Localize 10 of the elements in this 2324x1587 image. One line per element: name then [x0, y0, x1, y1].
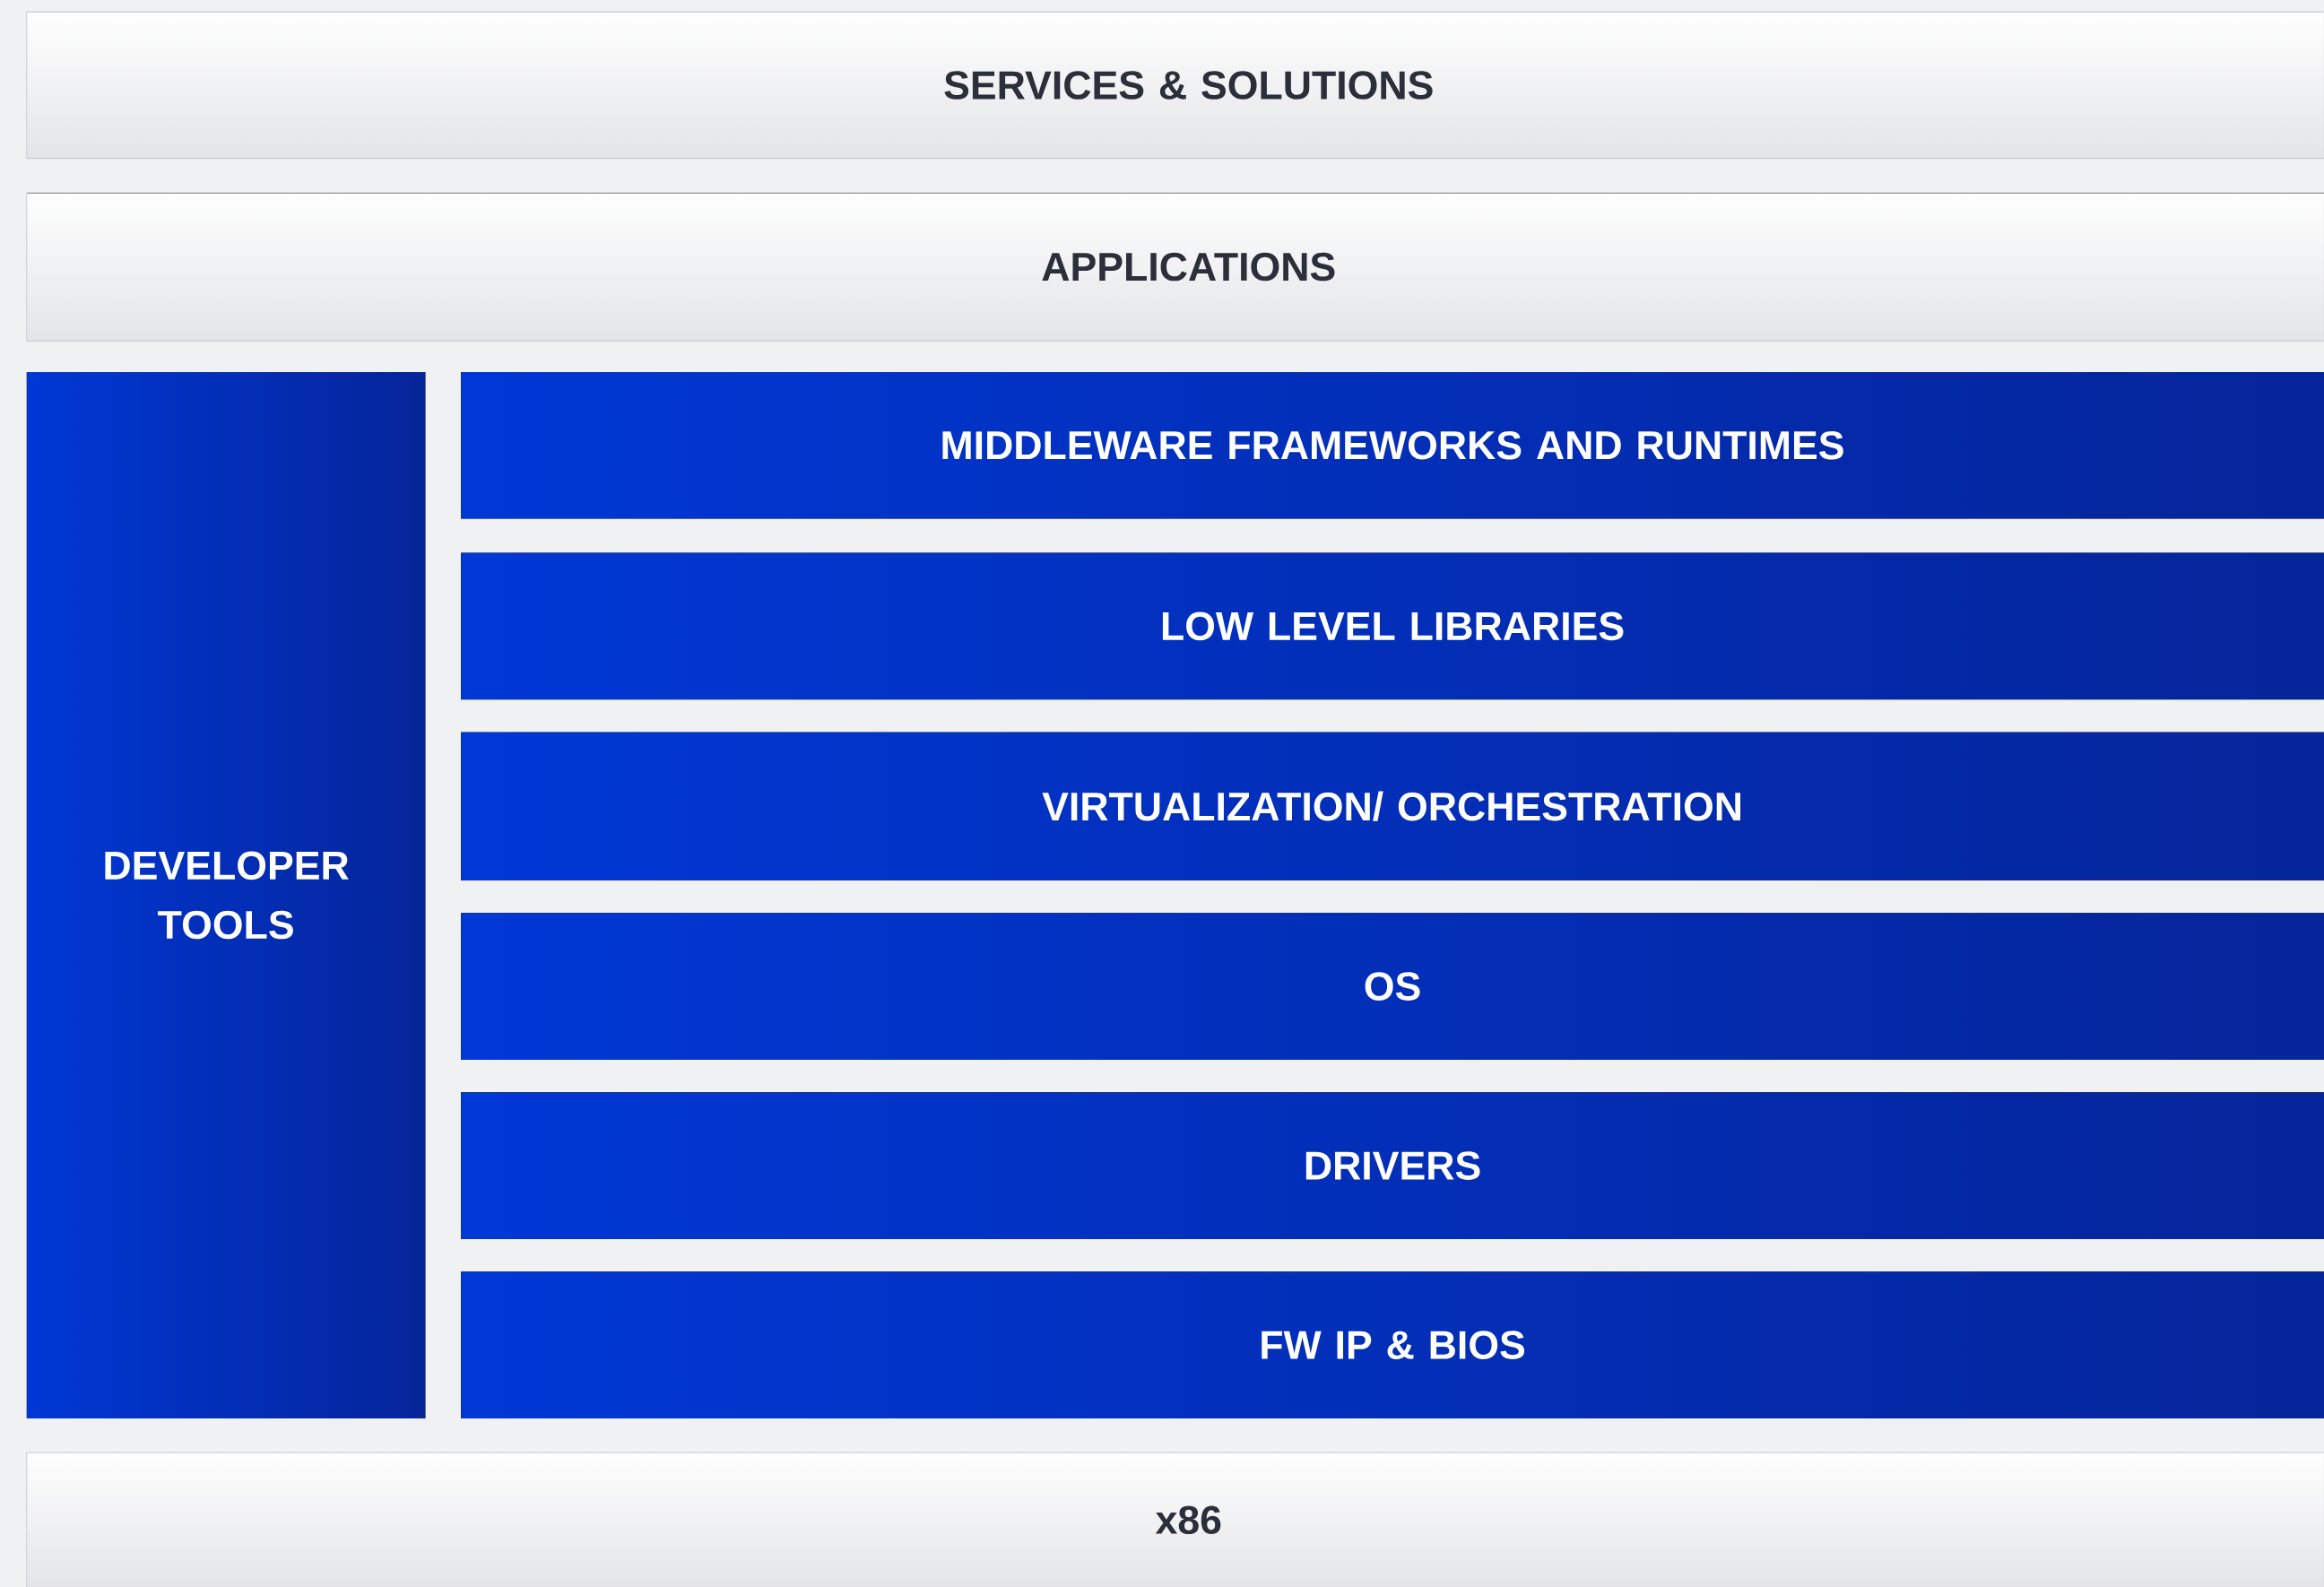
layer-box: MIDDLEWARE FRAMEWORKS AND RUNTIMES	[461, 371, 2324, 519]
layer-band: x86	[26, 1452, 2324, 1587]
layer-band: SERVICES & SOLUTIONS	[26, 11, 2324, 160]
layer-box: DEVELOPER TOOLS	[26, 371, 426, 1418]
layer-box: OS	[461, 913, 2324, 1060]
layer-box: DRIVERS	[461, 1092, 2324, 1239]
layer-box: LOW LEVEL LIBRARIES	[461, 552, 2324, 700]
layer-box: VIRTUALIZATION/ ORCHESTRATION	[461, 732, 2324, 880]
layer-box: FW IP & BIOS	[461, 1271, 2324, 1418]
layer-band: APPLICATIONS	[26, 192, 2324, 342]
